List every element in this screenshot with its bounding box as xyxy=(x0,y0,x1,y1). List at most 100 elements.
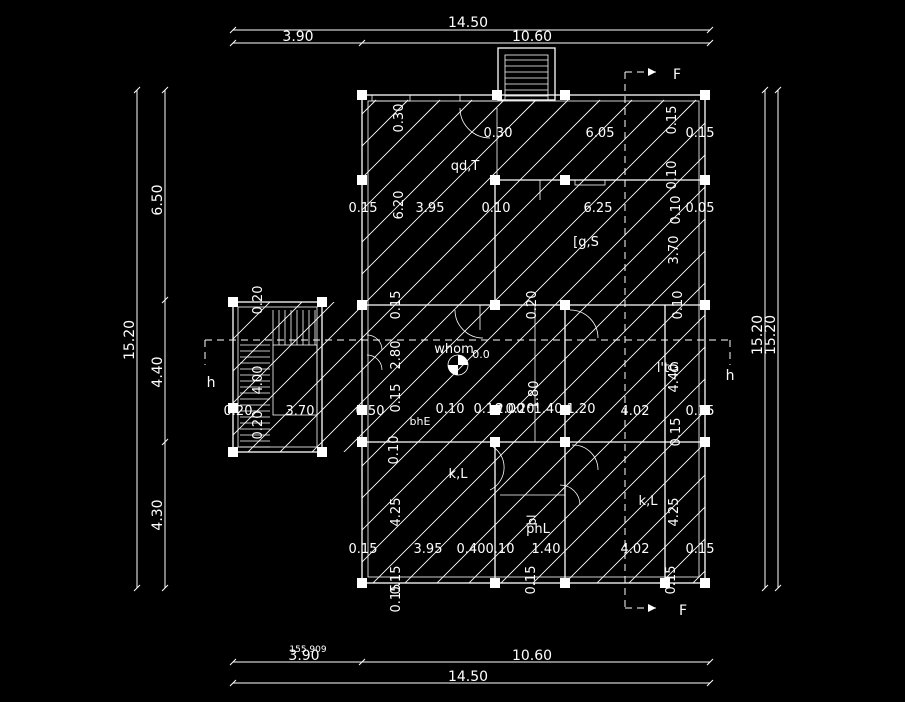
interior-dimension: 0.10 xyxy=(387,436,402,465)
dim-bottom-extra: 155.909 xyxy=(289,645,326,655)
hatch-line xyxy=(233,99,537,583)
dim-right-total-b: 15.20 xyxy=(763,315,779,355)
hatch-line xyxy=(233,99,441,583)
hatch-line xyxy=(233,99,505,583)
interior-dimension: 2.00 xyxy=(496,402,525,417)
top-staircase xyxy=(497,47,556,101)
section-mark-left: h xyxy=(207,375,216,391)
dim-left-seg1: 6.50 xyxy=(150,184,166,215)
interior-dimension: 0.20 xyxy=(251,286,266,315)
structural-column xyxy=(357,90,367,100)
interior-dimension: 4.02 xyxy=(621,404,650,419)
room-label-l-g: l'tG xyxy=(657,361,679,376)
interior-dimension: 0.05 xyxy=(686,201,715,216)
interior-dimension: 0.20 xyxy=(224,404,253,419)
dimension-lines xyxy=(133,26,782,687)
hatch-line xyxy=(515,99,705,583)
hatch-line xyxy=(291,99,705,583)
hatch-line xyxy=(547,99,705,583)
interior-dimension: 3.95 xyxy=(416,201,445,216)
dim-left-seg3: 4.30 xyxy=(150,499,166,530)
structural-column xyxy=(357,175,367,185)
interior-dimension: 0.10 xyxy=(486,542,515,557)
interior-dimension: 0.20 xyxy=(251,411,266,440)
room-label-0-0: 0.0 xyxy=(472,348,490,361)
dim-bottom-total: 14.50 xyxy=(448,669,488,685)
dim-left-seg2: 4.40 xyxy=(150,356,166,387)
hatch-line xyxy=(804,100,905,600)
room-label-qd-t: qd,T xyxy=(451,159,480,174)
interior-dimension: 1.40 xyxy=(532,542,561,557)
interior-dimension: 0.15 xyxy=(665,106,680,135)
interior-dimension: 0.15 xyxy=(686,126,715,141)
hatch-line xyxy=(233,99,345,583)
room-label-phl: phL xyxy=(526,522,550,537)
interior-dimension: 2.80 xyxy=(389,341,404,370)
hatch-line xyxy=(483,99,705,583)
structural-column xyxy=(700,175,710,185)
structural-column xyxy=(700,437,710,447)
dim-bottom-left: 3.90 xyxy=(288,648,319,664)
hatch-line xyxy=(708,100,905,600)
interior-dimension: 0.10 xyxy=(669,196,684,225)
building-outline xyxy=(361,94,706,584)
section-lines xyxy=(204,68,731,612)
structural-column xyxy=(700,405,710,415)
structural-column xyxy=(560,405,570,415)
hatch-line xyxy=(451,99,705,583)
dim-left-total: 15.20 xyxy=(122,320,138,360)
interior-dimension: 0.20 xyxy=(506,402,535,417)
interior-dimension: 3.70 xyxy=(667,236,682,265)
interior-dimension: 6.20 xyxy=(392,191,407,220)
interior-dimension: 0.15 xyxy=(686,542,715,557)
interior-dimension: 0.15 xyxy=(686,404,715,419)
interior-dimension: 0.15 xyxy=(349,201,378,216)
hatch-line xyxy=(675,99,705,583)
interior-dimension: 1.80 xyxy=(527,381,542,410)
hatch-line xyxy=(611,99,705,583)
dim-right-total-a: 15.20 xyxy=(750,315,766,355)
interior-dimension: 3.70 xyxy=(286,404,315,419)
interior-dimension: 0.20 xyxy=(525,291,540,320)
interior-dimension: 0.15 xyxy=(524,566,539,595)
dim-bottom-right: 10.60 xyxy=(512,648,552,664)
hatch-line xyxy=(355,99,705,583)
dim-top-right: 10.60 xyxy=(512,29,552,45)
structural-column xyxy=(490,300,500,310)
dim-top-total: 14.50 xyxy=(448,15,488,31)
section-mark-right: h xyxy=(726,368,735,384)
structural-column xyxy=(700,300,710,310)
interior-dimension: 0.15 xyxy=(389,584,404,613)
hatch-line xyxy=(233,99,377,583)
hatch-line xyxy=(233,99,473,583)
interior-dimension: 3.95 xyxy=(414,542,443,557)
structural-column xyxy=(560,578,570,588)
interior-dimension: 1.20 xyxy=(567,402,596,417)
interior-dimension: 4.02 xyxy=(621,542,650,557)
hatch-line xyxy=(772,100,905,600)
interior-dimension: 0.30 xyxy=(392,104,407,133)
structural-column xyxy=(560,437,570,447)
structural-column xyxy=(357,405,367,415)
interior-dimension: 4.25 xyxy=(667,498,682,527)
interior-dimension: 6.25 xyxy=(584,201,613,216)
room-label-k-l-left: k,L xyxy=(449,467,469,482)
hatch-line xyxy=(259,99,705,583)
structural-column xyxy=(490,437,500,447)
interior-dimension: 0.15 xyxy=(349,542,378,557)
structural-column xyxy=(357,300,367,310)
interior-dimension: 0.10 xyxy=(665,161,680,190)
interior-dimension: 1.40 xyxy=(534,402,563,417)
interior-dimension: 0.15 xyxy=(389,291,404,320)
structural-column xyxy=(560,90,570,100)
interior-dimension: 0.15 xyxy=(664,566,679,595)
hatch-line xyxy=(419,99,705,583)
structural-column xyxy=(492,90,502,100)
left-staircase xyxy=(232,301,323,453)
interior-dimension: 4.25 xyxy=(389,498,404,527)
interior-dimension: 0.15 xyxy=(389,566,404,595)
hatch-line xyxy=(387,99,705,583)
hatch-line xyxy=(233,99,569,583)
